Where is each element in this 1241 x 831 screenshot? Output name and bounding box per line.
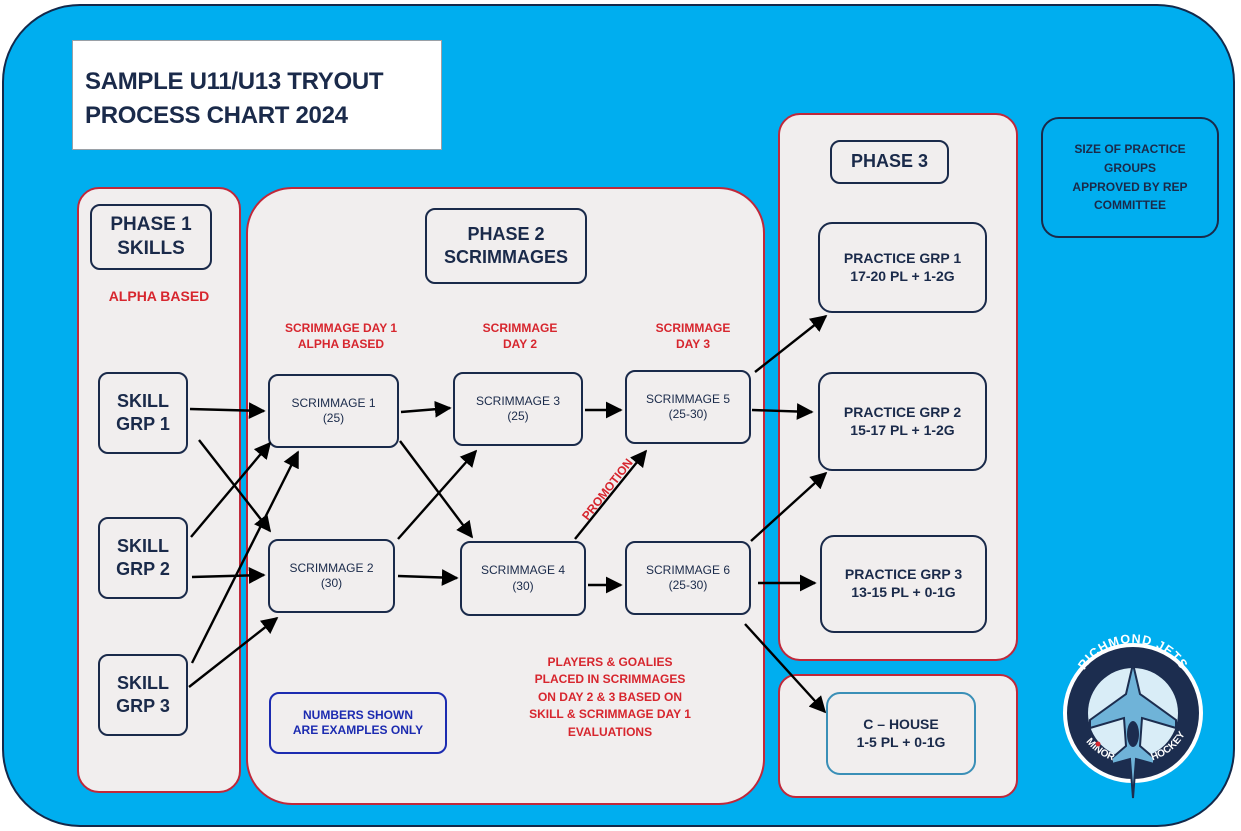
scrimmage-6: SCRIMMAGE 6 (25-30): [625, 541, 751, 615]
skill-group-3: SKILL GRP 3: [98, 654, 188, 736]
arrow-scrimmage2-scrimmage4: [397, 569, 459, 586]
arrow-scrimmage6-practice2: [750, 471, 828, 542]
size-note: SIZE OF PRACTICE GROUPS APPROVED BY REP …: [1041, 117, 1219, 238]
practice-group-2: PRACTICE GRP 2 15-17 PL + 1-2G: [818, 372, 987, 471]
skill-group-2: SKILL GRP 2: [98, 517, 188, 599]
arrow-scrimmage1-scrimmage3: [400, 400, 452, 418]
scrimmage-2: SCRIMMAGE 2 (30): [268, 539, 395, 613]
arrow-skill3-scrimmage1: [190, 450, 300, 664]
arrow-scrimmage6-house: [744, 623, 827, 714]
scrimmage-4: SCRIMMAGE 4 (30): [460, 541, 586, 616]
logo-dot-icon: [1095, 741, 1101, 747]
arrow-scrimmage5-practice1: [754, 314, 828, 373]
phase1-subtitle: ALPHA BASED: [108, 288, 210, 304]
arrow-skill2-scrimmage2: [191, 567, 266, 584]
arrow-skill1-scrimmage1: [189, 402, 266, 419]
day1-label: SCRIMMAGE DAY 1 ALPHA BASED: [284, 321, 398, 351]
chart-title: SAMPLE U11/U13 TRYOUT PROCESS CHART 2024: [72, 40, 442, 150]
phase1-title: PHASE 1 SKILLS: [90, 204, 212, 270]
placement-note: PLAYERS & GOALIES PLACED IN SCRIMMAGES O…: [529, 655, 691, 739]
arrow-scrimmage2-scrimmage3: [397, 449, 478, 540]
practice-group-1: PRACTICE GRP 1 17-20 PL + 1-2G: [818, 222, 987, 313]
richmond-jets-logo: RICHMOND JETS MINOR HOCKEY: [1063, 632, 1203, 799]
arrow-skill3-scrimmage2: [188, 616, 279, 688]
scrimmage-1: SCRIMMAGE 1 (25): [268, 374, 399, 448]
practice-group-3: PRACTICE GRP 3 13-15 PL + 0-1G: [820, 535, 987, 633]
skill-group-1: SKILL GRP 1: [98, 372, 188, 454]
arrow-skill2-scrimmage1: [190, 441, 272, 538]
phase3-title: PHASE 3: [830, 140, 949, 184]
jet-cockpit-icon: [1127, 721, 1139, 747]
arrow-scrimmage1-scrimmage4: [399, 440, 474, 539]
phase2-title: PHASE 2 SCRIMMAGES: [425, 208, 587, 284]
arrow-scrimmage4-scrimmage5: [574, 449, 648, 540]
day2-label: SCRIMMAGE DAY 2: [482, 321, 558, 351]
arrow-scrimmage5-practice2: [751, 403, 814, 420]
scrimmage-3: SCRIMMAGE 3 (25): [453, 372, 583, 446]
scrimmage-5: SCRIMMAGE 5 (25-30): [625, 370, 751, 444]
numbers-note: NUMBERS SHOWN ARE EXAMPLES ONLY: [269, 692, 447, 754]
house-group: C – HOUSE 1-5 PL + 0-1G: [826, 692, 976, 775]
day3-label: SCRIMMAGE DAY 3: [655, 321, 731, 351]
